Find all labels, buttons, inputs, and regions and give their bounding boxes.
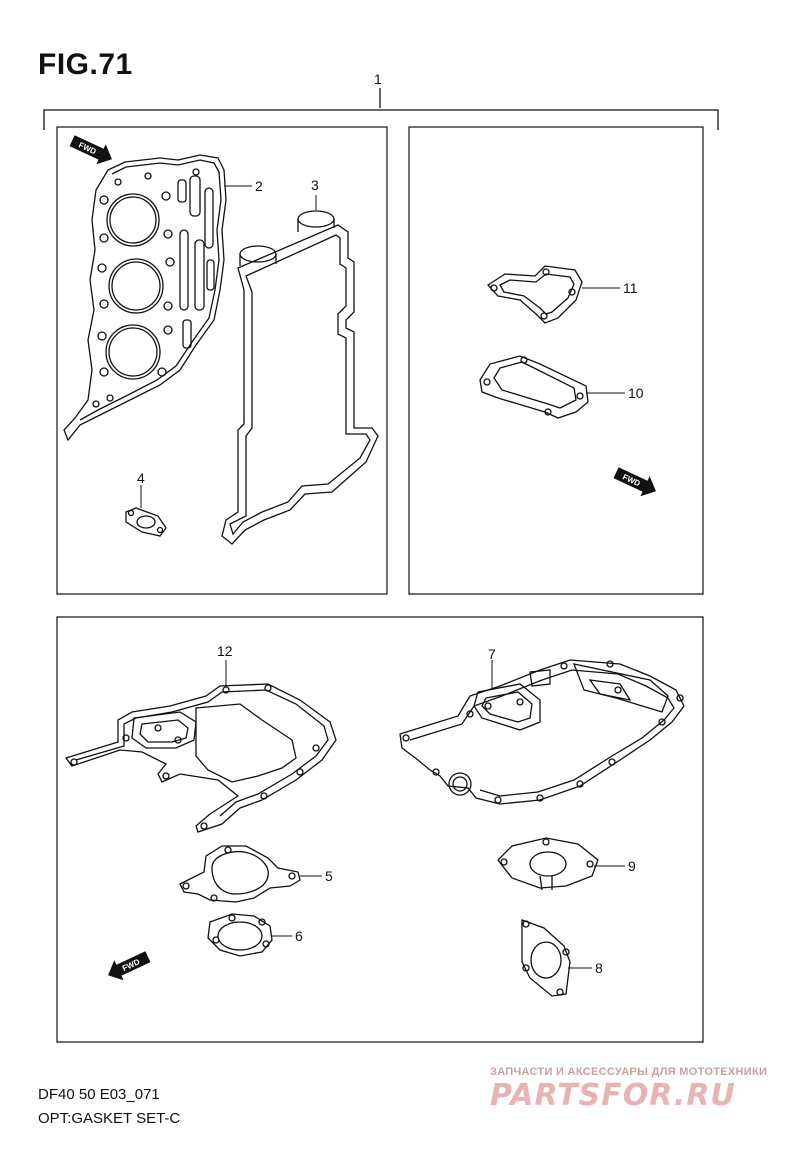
figure-title: FIG.71 — [38, 48, 133, 81]
fwd-arrow-icon: FWD — [69, 135, 112, 165]
gasket-11 — [487, 265, 583, 324]
callout-1: 1 — [374, 71, 382, 87]
cylinder-head-gasket — [63, 154, 227, 442]
callout-3: 3 — [311, 177, 319, 193]
gasket-8 — [521, 919, 571, 997]
callout-8: 8 — [595, 960, 603, 976]
callout-6: 6 — [295, 928, 303, 944]
callout-9: 9 — [628, 858, 636, 874]
group-bracket — [43, 88, 719, 130]
fwd-arrow-icon: FWD — [613, 467, 656, 497]
callout-5: 5 — [325, 868, 333, 884]
panel-top-left — [56, 126, 388, 595]
gasket-6 — [207, 913, 273, 957]
panel-top-right — [408, 126, 704, 595]
small-flange-gasket — [125, 507, 167, 537]
watermark-logo: PARTSFOR.RU — [490, 1078, 736, 1113]
callout-12: 12 — [217, 643, 233, 659]
panel-bottom — [56, 616, 704, 1043]
gasket-10 — [479, 355, 589, 419]
diagram-description: OPT:GASKET SET-C — [38, 1110, 181, 1127]
callout-4: 4 — [137, 470, 145, 486]
callout-11: 11 — [623, 280, 638, 296]
case-gasket-7 — [399, 659, 685, 805]
gasket-5 — [179, 845, 301, 903]
fwd-arrow-icon: FWD — [108, 951, 151, 981]
callout-10: 10 — [628, 385, 644, 401]
gasket-12 — [64, 683, 337, 833]
watermark-tagline: ЗАПЧАСТИ И АКСЕССУАРЫ ДЛЯ МОТОТЕХНИКИ — [490, 1066, 768, 1078]
callout-7: 7 — [488, 646, 496, 662]
head-cover-gasket — [221, 210, 379, 545]
callout-2: 2 — [255, 178, 263, 194]
diagram-code: DF40 50 E03_071 — [38, 1086, 160, 1103]
gasket-9 — [497, 837, 599, 891]
